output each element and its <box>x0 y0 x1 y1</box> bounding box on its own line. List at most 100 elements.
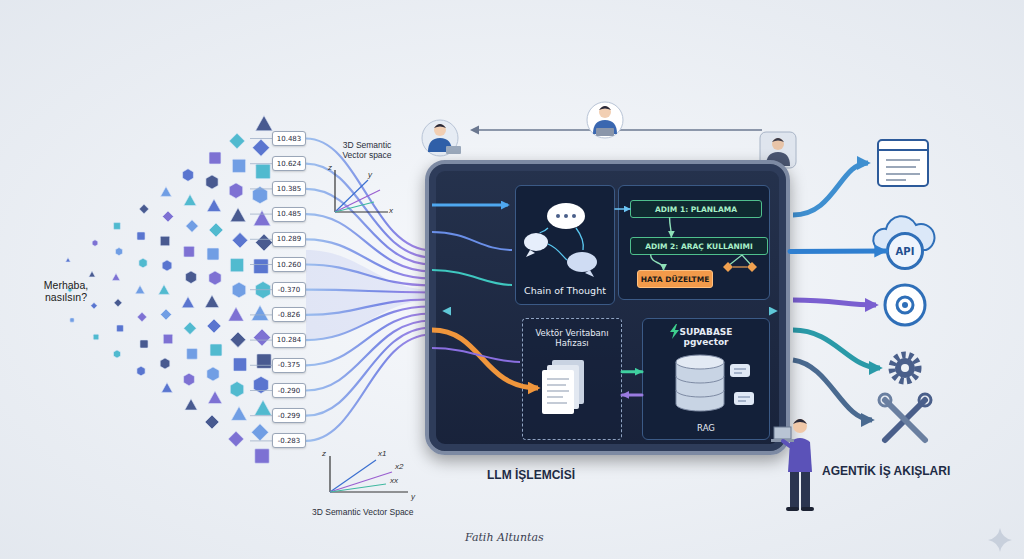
vector-shape <box>209 223 223 237</box>
vector-value-box: 10.289 <box>272 232 306 247</box>
vector-shape <box>66 258 71 263</box>
vector-shape <box>205 295 219 308</box>
vector-shape <box>207 248 219 260</box>
processor-box: LLM İŞLEMCİSİChain of ThoughtADIM 1: PLA… <box>425 160 790 455</box>
vector-shape <box>230 382 243 398</box>
vector-shape <box>163 211 174 222</box>
vector-value-box: -0.370 <box>272 282 306 297</box>
error-box: HATA DÜZELTME <box>637 270 713 288</box>
node-text: ADIM 2: ARAÇ KULLANIMI <box>645 242 753 251</box>
space-caption: 3D Semantic Vector space <box>335 141 399 161</box>
vector-shape <box>233 358 246 371</box>
leader-line <box>250 390 272 391</box>
node-text: -0.299 <box>278 412 301 420</box>
vector-shape <box>230 332 246 348</box>
vector-shape <box>228 431 244 447</box>
vector-shape <box>184 246 195 257</box>
vector-shape <box>254 210 271 225</box>
vector-value-box: 10.485 <box>272 207 306 222</box>
vector-shape <box>255 449 269 463</box>
node-text: Chain of Thought <box>524 285 606 296</box>
vector-shape <box>185 399 198 410</box>
embedding-ribbons <box>250 139 432 441</box>
axis-label: z <box>328 163 332 172</box>
vector-shape <box>162 383 173 393</box>
gear-icon <box>892 355 918 381</box>
feedback-line <box>478 129 762 130</box>
node-text: Vektör Veritabanı Hafızası <box>524 328 620 348</box>
vector-shape <box>161 187 172 197</box>
embedding-ribbon <box>306 334 432 440</box>
node-text: -0.290 <box>278 387 301 395</box>
vector-value-box: 10.284 <box>272 333 306 348</box>
leader-line <box>250 440 272 441</box>
leader-line <box>250 163 272 164</box>
vector-shape <box>255 400 272 415</box>
vector-shape <box>252 424 269 441</box>
axis-label: x1 <box>378 449 386 458</box>
vector-shape <box>207 367 219 381</box>
embedding-ribbon <box>306 139 432 251</box>
vector-shape <box>254 329 271 346</box>
vector-value-box: -0.290 <box>272 383 306 398</box>
tools-icon <box>879 394 931 440</box>
reasoning-panel: Chain of Thought <box>515 185 615 305</box>
input-text: Merhaba, nasılsın? <box>28 279 104 303</box>
node-text: RAG <box>697 423 715 433</box>
cycle-icon <box>885 285 925 325</box>
leader-line <box>250 138 272 139</box>
vector-shape <box>187 349 198 360</box>
vector-shape <box>252 305 269 320</box>
output-arrow <box>793 360 872 420</box>
vector-shapes <box>66 116 273 464</box>
vector-shape <box>206 175 218 189</box>
vector-shape <box>137 232 145 240</box>
vector-shape <box>184 194 197 205</box>
leader-line <box>250 239 272 240</box>
node-text: ADIM 1: PLANLAMA <box>655 205 737 214</box>
vector-shape <box>114 223 121 230</box>
vector-shape <box>137 366 145 376</box>
leader-line <box>250 415 272 416</box>
step-box: ADIM 1: PLANLAMA <box>630 200 762 218</box>
sparkle <box>988 528 1012 552</box>
vector-shape <box>184 373 195 386</box>
vector-value-box: -0.283 <box>272 433 306 448</box>
vector-shape <box>114 350 121 358</box>
person-icon <box>422 120 461 156</box>
vector-shape <box>209 152 221 164</box>
vector-shape <box>91 302 98 309</box>
vector-shape <box>229 183 242 199</box>
section-heading: AGENTİK İŞ AKIŞLARI <box>822 465 950 479</box>
vector-value-box: 10.624 <box>272 156 306 171</box>
arrow-head <box>470 126 479 135</box>
node-text: 10.385 <box>277 185 302 193</box>
output-arrow <box>793 330 880 368</box>
vector-shape <box>208 391 222 404</box>
vector-value-box: 10.385 <box>272 181 306 196</box>
vector-shape <box>159 285 170 295</box>
vector-shape <box>182 297 195 308</box>
vector-shape <box>89 271 96 277</box>
node-text: -0.375 <box>278 361 301 369</box>
vector-shape <box>207 319 221 333</box>
vector-shape <box>184 322 197 335</box>
vector-shape <box>253 187 268 204</box>
node-text: 10.483 <box>277 135 302 143</box>
memory-panel: Vektör Veritabanı Hafızası <box>522 318 622 440</box>
leader-line <box>250 314 272 315</box>
vector-value-box: -0.826 <box>272 307 306 322</box>
vector-shape <box>117 325 124 332</box>
vector-shape <box>228 307 244 321</box>
vector-shape <box>93 334 99 340</box>
vector-shape <box>140 340 148 348</box>
glow-band <box>306 250 432 340</box>
connector-arrow <box>790 249 886 254</box>
node-heading: LLM İŞLEMCİSİ <box>487 468 575 482</box>
node-text: SUPABASE pgvector <box>671 327 741 347</box>
vector-shape <box>254 376 269 393</box>
vector-shape <box>207 199 221 212</box>
leader-line <box>250 214 272 215</box>
vector-shape <box>229 133 245 149</box>
